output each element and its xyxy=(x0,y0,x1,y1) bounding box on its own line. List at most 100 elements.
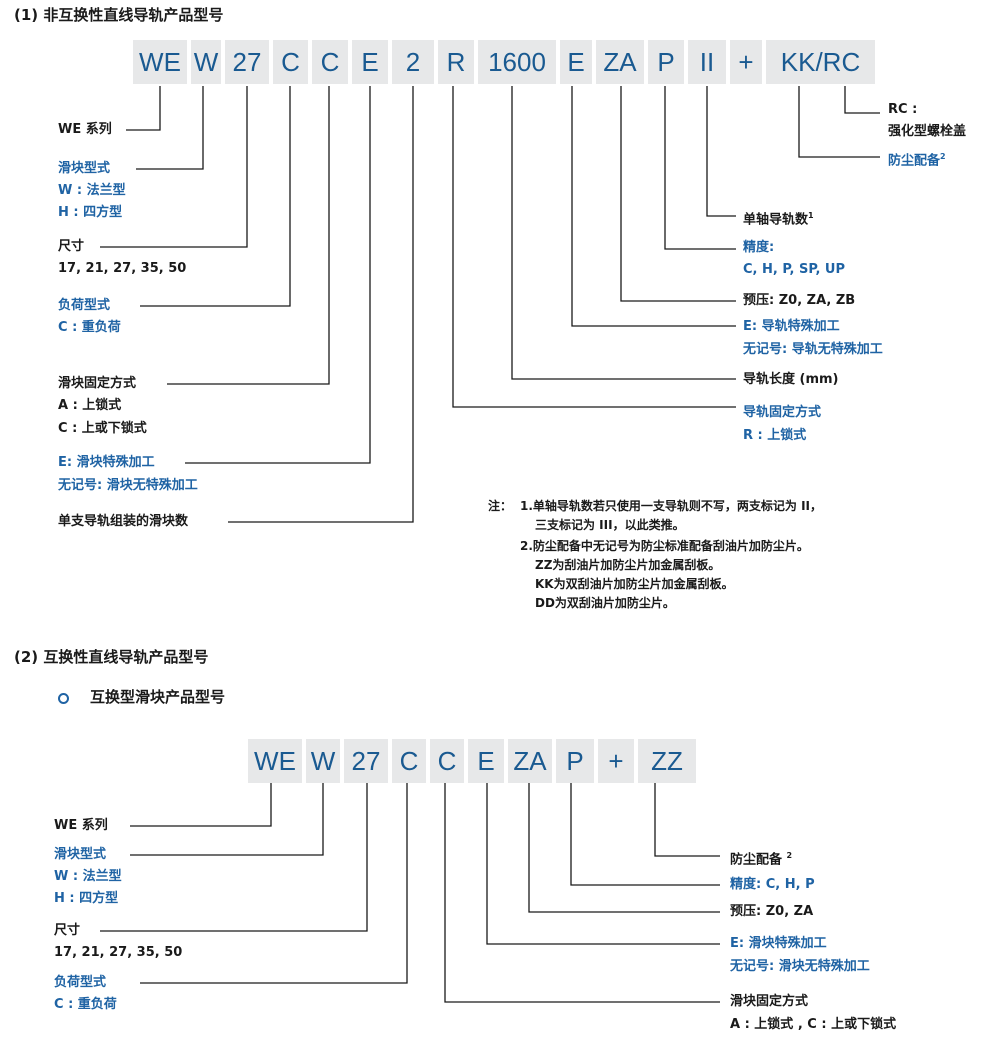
note-1b: 三支标记为 III，以此类推。 xyxy=(535,518,685,532)
code-seg-block-type: W xyxy=(193,47,219,77)
code-seg-size: 27 xyxy=(232,47,262,77)
code-seg-precision: P xyxy=(657,47,675,77)
note-2a: 2.防尘配备中无记号为防尘标准配备刮油片加防尘片。 xyxy=(520,539,809,553)
bullet-circle-icon xyxy=(58,693,69,704)
label2-preload: 预压: Z0, ZA xyxy=(730,904,814,919)
code-seg-rail-fix: R xyxy=(446,47,466,77)
label-rails-per-axis: 单轴导轨数1 xyxy=(743,211,814,228)
label2-block-fix: 滑块固定方式 xyxy=(730,994,809,1009)
label-block-type-h: H : 四方型 xyxy=(58,205,123,220)
label-block-type-w: W : 法兰型 xyxy=(58,183,126,198)
leader2-size xyxy=(100,783,368,932)
leader-block-type xyxy=(136,86,204,170)
code2-seg-block-type: W xyxy=(310,746,336,776)
code-seg-series: WE xyxy=(139,47,181,77)
leader2-dust xyxy=(654,783,720,857)
label2-series: WE 系列 xyxy=(54,818,108,833)
leader-preload xyxy=(620,86,736,302)
leader-rc xyxy=(844,86,880,114)
label-dust: 防尘配备2 xyxy=(888,152,946,169)
label-block-fix-c: C : 上或下锁式 xyxy=(58,421,147,436)
label2-precision: 精度: C, H, P xyxy=(730,877,815,892)
leader-rail-length xyxy=(511,86,736,380)
code-seg-rails-per-axis: II xyxy=(699,47,715,77)
section2-subtitle: 互换型滑块产品型号 xyxy=(90,688,226,706)
leader-size xyxy=(100,86,248,248)
leader2-block-fix xyxy=(444,783,720,1003)
label-rail-special: E: 导轨特殊加工 xyxy=(743,319,840,334)
code2-seg-plus: + xyxy=(608,746,624,776)
note-2c: KK为双刮油片加防尘片加金属刮板。 xyxy=(535,577,734,591)
label-rail-fix-r: R : 上锁式 xyxy=(743,428,807,443)
section1-title: (1) 非互换性直线导轨产品型号 xyxy=(14,6,224,24)
label2-load-type: 负荷型式 xyxy=(54,975,107,990)
note-1a: 1.单轴导轨数若只使用一支导轨则不写，两支标记为 II， xyxy=(520,499,823,513)
label-load-type-c: C : 重负荷 xyxy=(58,320,121,335)
label-precision: 精度: xyxy=(743,240,775,255)
code-seg-preload: ZA xyxy=(603,47,637,77)
label-precision-values: C, H, P, SP, UP xyxy=(743,262,846,277)
leader-rails-per-axis xyxy=(706,86,736,217)
label-load-type: 负荷型式 xyxy=(58,298,111,313)
code-seg-plus: + xyxy=(738,47,754,77)
leader2-load-type xyxy=(140,783,408,984)
leader-block-fix xyxy=(167,86,330,385)
leader-rail-special xyxy=(571,86,736,327)
code2-seg-preload: ZA xyxy=(513,746,547,776)
label2-block-special-none: 无记号: 滑块无特殊加工 xyxy=(730,959,870,974)
code-seg-rail-length: 1600 xyxy=(488,47,546,77)
label-rc: RC : xyxy=(888,102,918,117)
label-block-fix: 滑块固定方式 xyxy=(58,376,137,391)
leader2-precision xyxy=(570,783,720,886)
code2-seg-size: 27 xyxy=(351,746,381,776)
label2-size: 尺寸 xyxy=(54,923,81,938)
leader2-preload xyxy=(528,783,720,913)
label-block-special: E: 滑块特殊加工 xyxy=(58,455,155,470)
notes-prefix: 注： xyxy=(488,499,513,513)
label2-block-fix-ac: A : 上锁式 , C : 上或下锁式 xyxy=(730,1017,897,1032)
label-rail-length: 导轨长度 (mm) xyxy=(743,372,839,387)
label-series: WE 系列 xyxy=(58,122,112,137)
code-seg-block-special: E xyxy=(361,47,379,77)
code2-seg-dust: ZZ xyxy=(651,746,683,776)
label2-dust: 防尘配备 2 xyxy=(730,851,793,868)
label2-block-type-h: H : 四方型 xyxy=(54,891,119,906)
leader2-series xyxy=(130,783,272,827)
label-blocks-per-rail: 单支导轨组装的滑块数 xyxy=(58,514,189,529)
label-rail-fix: 导轨固定方式 xyxy=(743,405,822,420)
label2-block-type: 滑块型式 xyxy=(54,847,107,862)
leader-block-special xyxy=(185,86,371,464)
note-2b: ZZ为刮油片加防尘片加金属刮板。 xyxy=(535,558,721,572)
leader-dust xyxy=(798,86,880,158)
label-block-special-none: 无记号: 滑块无特殊加工 xyxy=(58,478,198,493)
leader-blocks-per-rail xyxy=(228,86,414,523)
code2-seg-block-fix: C xyxy=(437,746,457,776)
code2-seg-load-type: C xyxy=(399,746,419,776)
label-size-values: 17, 21, 27, 35, 50 xyxy=(58,261,187,276)
model-code-bar-1: WE W 27 C C E 2 R 1600 E ZA P II + KK/RC xyxy=(133,40,875,84)
leader-rail-fix xyxy=(452,86,736,408)
code-seg-block-count: 2 xyxy=(405,47,421,77)
label2-block-special: E: 滑块特殊加工 xyxy=(730,936,827,951)
label-rc-desc: 强化型螺栓盖 xyxy=(888,124,967,139)
code-seg-rail-special: E xyxy=(567,47,585,77)
code-seg-block-fix: C xyxy=(320,47,340,77)
code2-seg-block-special: E xyxy=(477,746,495,776)
leader-series xyxy=(126,86,161,131)
section2-title: (2) 互换性直线导轨产品型号 xyxy=(14,648,209,666)
leader-load-type xyxy=(140,86,291,307)
note-2d: DD为双刮油片加防尘片。 xyxy=(535,596,675,610)
label2-load-type-c: C : 重负荷 xyxy=(54,997,117,1012)
label-rail-special-none: 无记号: 导轨无特殊加工 xyxy=(743,342,883,357)
code2-seg-series: WE xyxy=(254,746,296,776)
leader2-block-special xyxy=(486,783,720,945)
label2-size-values: 17, 21, 27, 35, 50 xyxy=(54,945,183,960)
label-block-type: 滑块型式 xyxy=(58,161,111,176)
model-code-bar-2: WE W 27 C C E ZA P + ZZ xyxy=(248,739,696,783)
leader2-block-type xyxy=(130,783,324,856)
label-size: 尺寸 xyxy=(58,239,85,254)
code-seg-load-type: C xyxy=(281,47,300,77)
label2-block-type-w: W : 法兰型 xyxy=(54,869,122,884)
code2-seg-precision: P xyxy=(566,746,584,776)
